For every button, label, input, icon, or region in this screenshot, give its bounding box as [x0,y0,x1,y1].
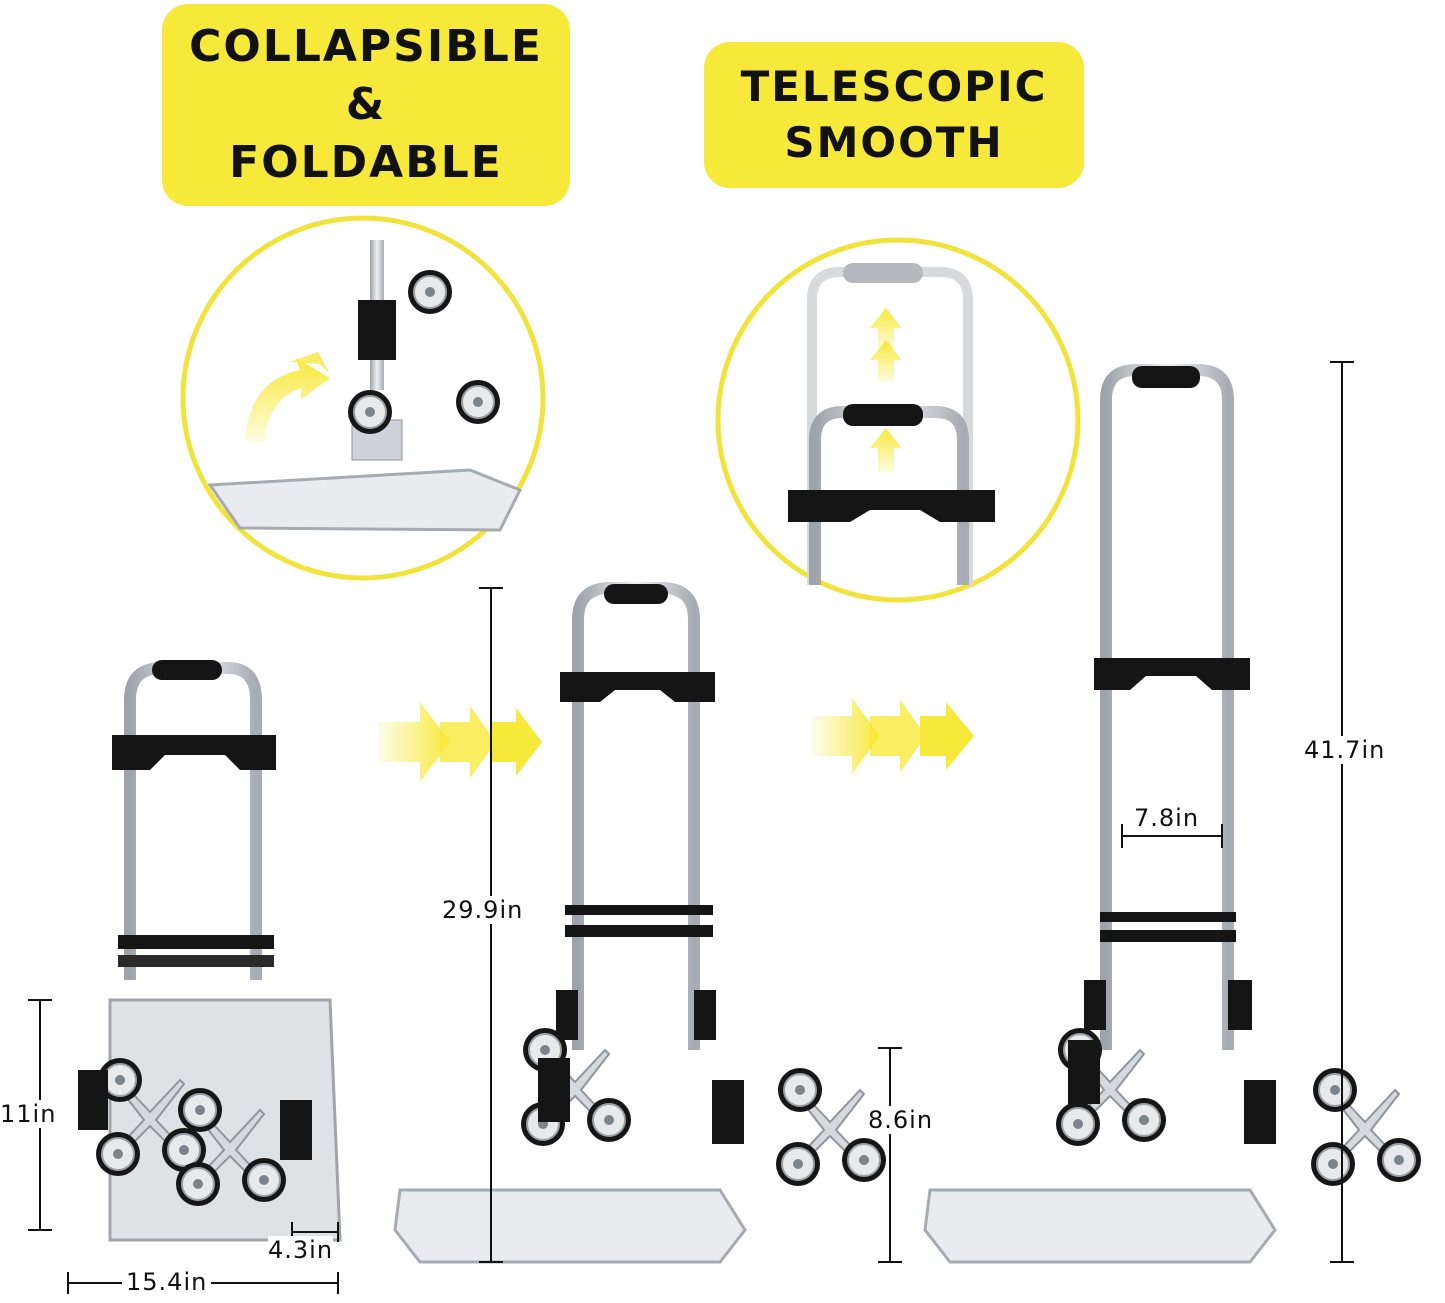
folded-height-label: 11in [0,1100,57,1128]
extended-height-label: 41.7in [1302,736,1388,764]
dimension-lines [28,361,1354,1294]
telescopic-detail-circle [715,237,1081,603]
badge-line: FOLDABLE [229,137,503,188]
extended-hand-truck [923,364,1421,1264]
arrow-group-2 [812,698,974,774]
standard-height-label: 29.9in [440,896,526,924]
badge-line: COLLAPSIBLE [189,21,543,72]
badge-line: SMOOTH [784,118,1004,167]
handle-width-label: 7.8in [1134,804,1200,832]
badge-line: TELESCOPIC [740,62,1048,111]
fold-detail-circle [180,215,546,581]
badge-line: & [345,79,387,130]
arrow-group-1 [378,702,542,782]
standard-hand-truck [393,582,886,1264]
folded-width-label: 15.4in [122,1268,212,1296]
collapsible-foldable-badge: COLLAPSIBLE & FOLDABLE [162,4,570,206]
wheel-height-label: 8.6in [866,1106,936,1134]
telescopic-smooth-badge: TELESCOPIC SMOOTH [704,42,1084,188]
folded-hand-truck [78,660,342,1242]
folded-depth-label: 4.3in [268,1236,334,1264]
